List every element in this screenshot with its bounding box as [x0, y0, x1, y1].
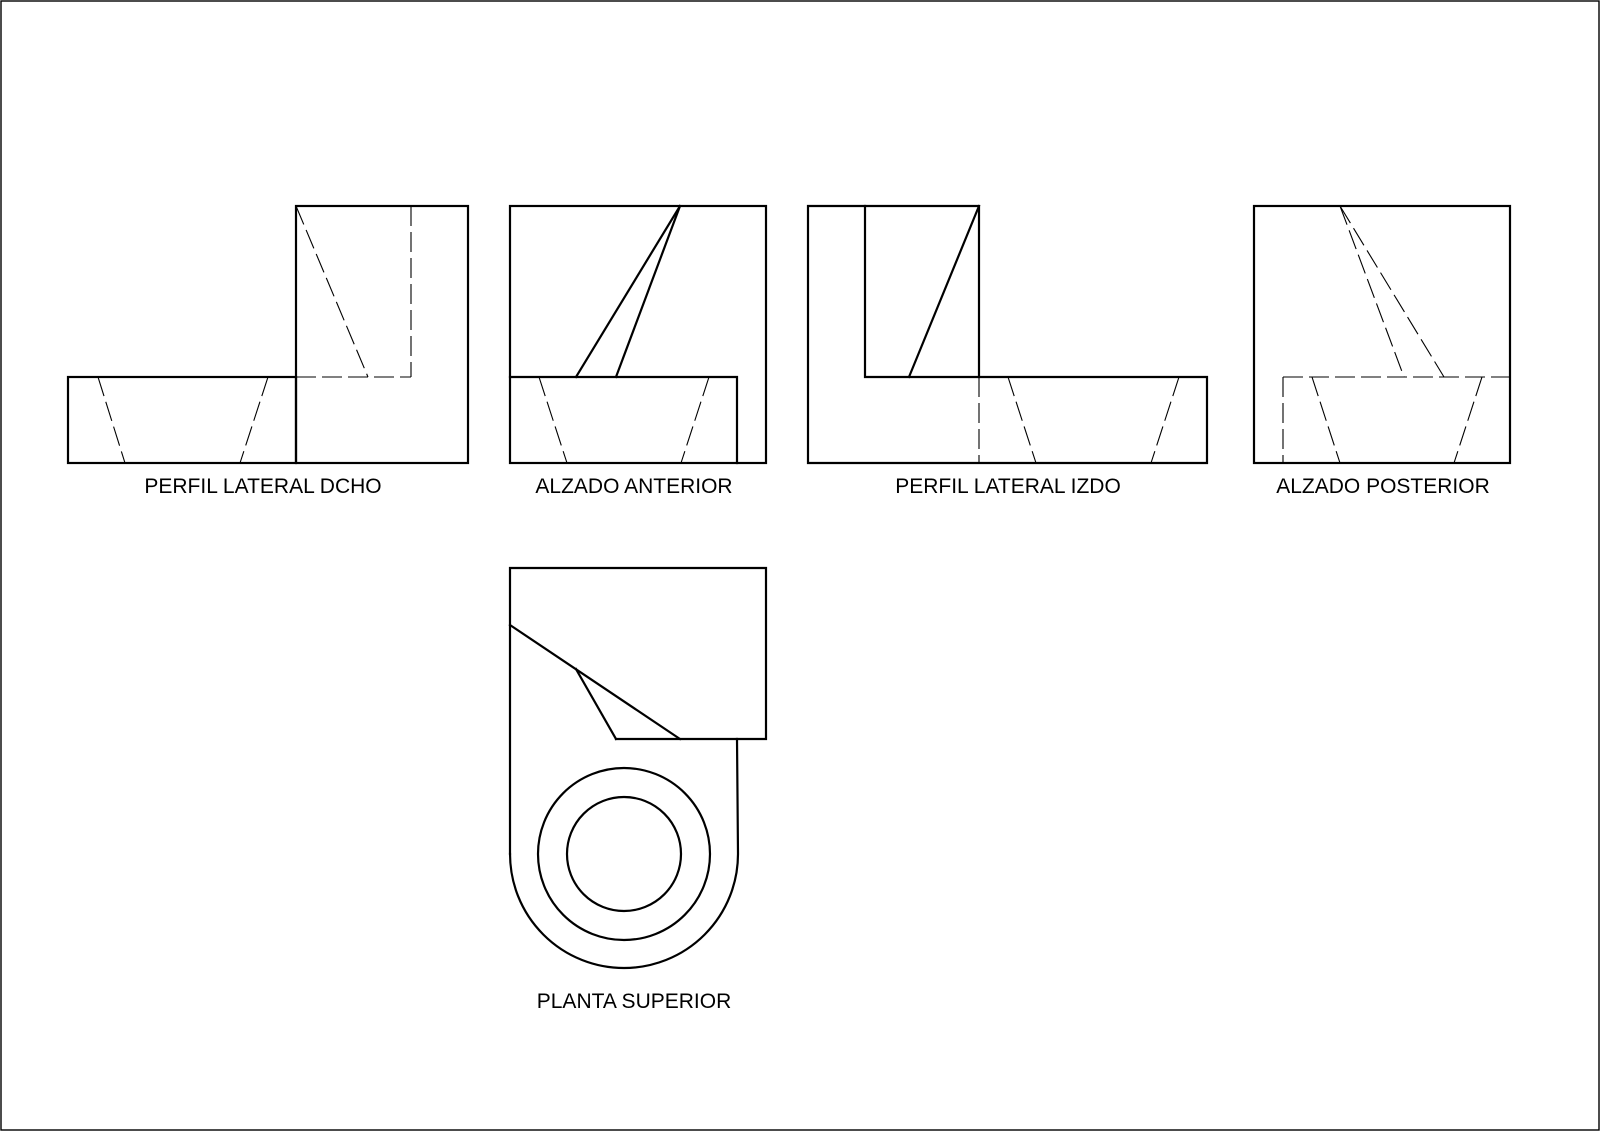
rear-elevation-hidden-line [1339, 205, 1445, 378]
front-elevation-outline [508, 204, 768, 465]
top-plan-boss-outer-circle [536, 766, 712, 942]
top-plan-upper-block [508, 566, 768, 856]
left-profile-outline [806, 204, 1209, 465]
top-plan-rib-edge [508, 623, 682, 741]
front-elevation-label: ALZADO ANTERIOR [535, 475, 732, 498]
right-profile-hidden-line [97, 376, 126, 464]
left-profile-rib-edge [907, 204, 981, 379]
view-top-plan: PLANTA SUPERIOR [508, 566, 768, 1013]
right-profile-upright [294, 204, 470, 465]
right-profile-label: PERFIL LATERAL DCHO [144, 475, 381, 498]
view-left-profile: PERFIL LATERAL IZDO [806, 204, 1209, 498]
rear-elevation-label: ALZADO POSTERIOR [1276, 475, 1490, 498]
right-profile-hidden-line [239, 376, 269, 464]
left-profile-label: PERFIL LATERAL IZDO [895, 475, 1121, 498]
front-elevation-rib-edge [574, 204, 682, 379]
left-profile-inner-edge [863, 204, 981, 379]
top-plan-rounded-end [508, 737, 740, 970]
rear-elevation-hidden-line [1339, 205, 1405, 378]
rear-elevation-outline [1252, 204, 1512, 465]
left-profile-hidden-line [1007, 376, 1037, 464]
front-elevation-base-edge [508, 375, 739, 465]
left-profile-hidden-line [1150, 376, 1180, 464]
front-elevation-hidden-line [538, 376, 568, 464]
view-front-elevation: ALZADO ANTERIOR [508, 204, 768, 498]
front-elevation-rib-edge [614, 204, 682, 379]
rear-elevation-hidden-line [1311, 376, 1341, 464]
top-plan-rib-edge [574, 667, 618, 741]
view-right-profile: PERFIL LATERAL DCHO [66, 204, 470, 498]
view-rear-elevation: ALZADO POSTERIOR [1252, 204, 1512, 498]
right-profile-hidden-line [295, 205, 369, 378]
top-plan-label: PLANTA SUPERIOR [537, 990, 732, 1013]
top-plan-bore-circle [565, 795, 683, 913]
rear-elevation-hidden-line [1453, 376, 1483, 464]
front-elevation-hidden-line [680, 376, 710, 464]
